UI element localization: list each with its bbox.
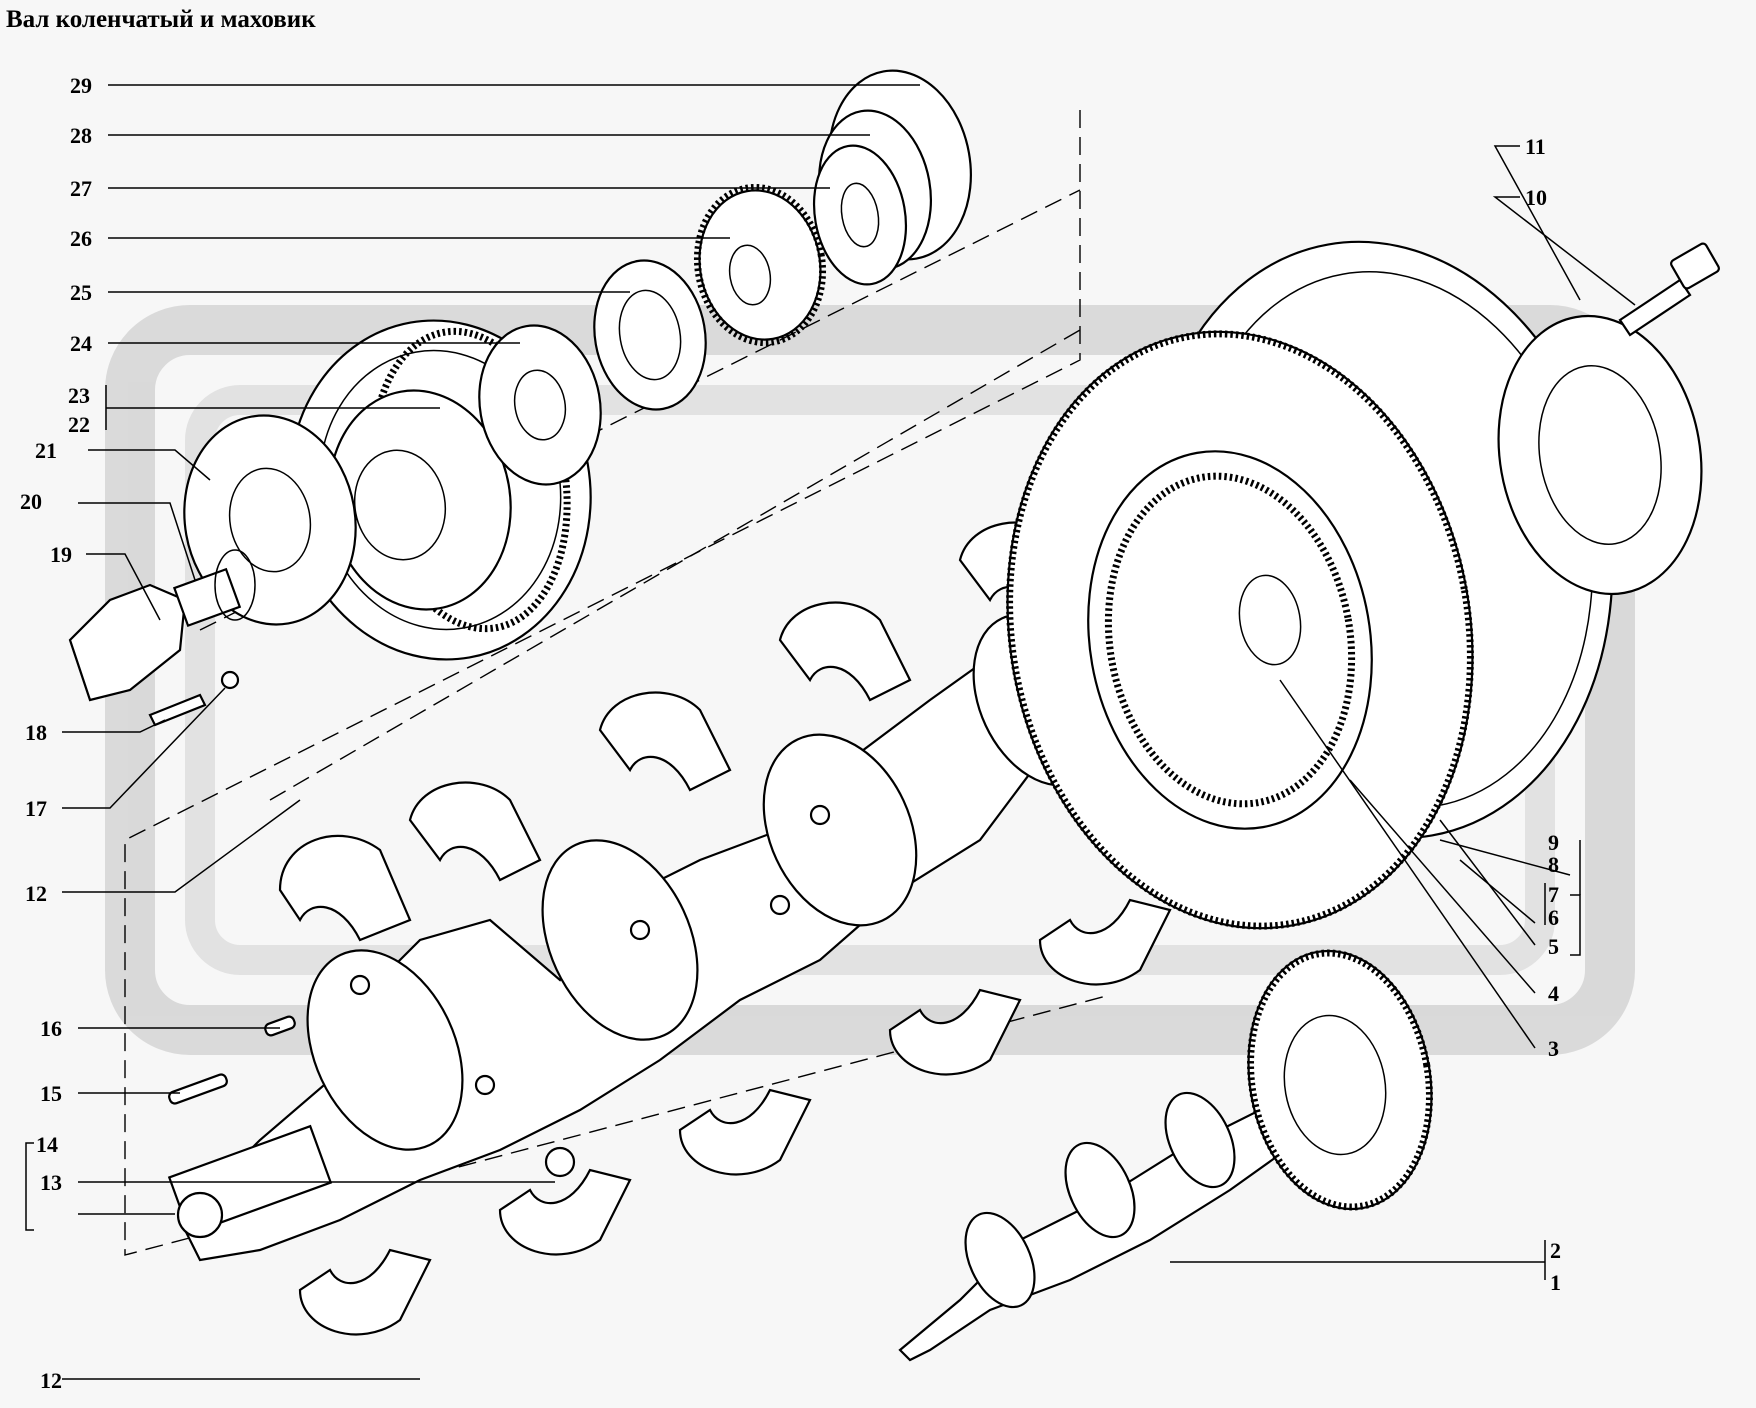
callout-10: 10 [1525, 185, 1547, 210]
flywheel-bolt-plate [1497, 242, 1720, 596]
callout-26: 26 [70, 226, 92, 251]
callout-11: 11 [1525, 134, 1546, 159]
callout-15: 15 [40, 1081, 62, 1106]
callout-16: 16 [40, 1016, 62, 1041]
callout-22: 22 [68, 412, 90, 437]
front-bolt-nut [68, 549, 256, 727]
keys-and-plugs [168, 1015, 576, 1178]
callout-17: 17 [25, 796, 47, 821]
callout-8: 8 [1548, 852, 1559, 877]
crankshaft-flywheel-assembly-view [898, 949, 1433, 1362]
callout-9: 9 [1548, 830, 1559, 855]
callout-5: 5 [1548, 934, 1559, 959]
callout-25: 25 [70, 280, 92, 305]
page-title: Вал коленчатый и маховик [6, 6, 316, 33]
callout-24: 24 [70, 331, 92, 356]
callout-12-lower: 12 [40, 1368, 62, 1393]
callout-20: 20 [20, 489, 42, 514]
callout-2: 2 [1550, 1238, 1561, 1263]
callout-19: 19 [50, 542, 72, 567]
callout-6: 6 [1548, 905, 1559, 930]
callout-21: 21 [35, 438, 57, 463]
callout-14: 14 [36, 1132, 58, 1157]
oil-deflector-ring [593, 259, 707, 411]
callout-29: 29 [70, 73, 92, 98]
crankshaft-pulley [288, 319, 592, 661]
callout-numbers: 29 28 27 26 25 24 23 22 21 20 19 18 17 1… [20, 73, 1561, 1393]
pulley-flange [478, 324, 602, 486]
callout-23: 23 [68, 383, 90, 408]
callout-1: 1 [1550, 1270, 1561, 1295]
callout-3: 3 [1548, 1036, 1559, 1061]
leader-lines [25, 84, 1636, 1380]
callout-7: 7 [1548, 882, 1559, 907]
main-bearing-shells [278, 521, 1172, 1336]
callout-13: 13 [40, 1170, 62, 1195]
callout-27: 27 [70, 176, 92, 201]
callout-28: 28 [70, 123, 92, 148]
callout-12-upper: 12 [25, 881, 47, 906]
thrust-washers [812, 69, 972, 286]
callout-18: 18 [25, 720, 47, 745]
callout-4: 4 [1548, 981, 1559, 1006]
